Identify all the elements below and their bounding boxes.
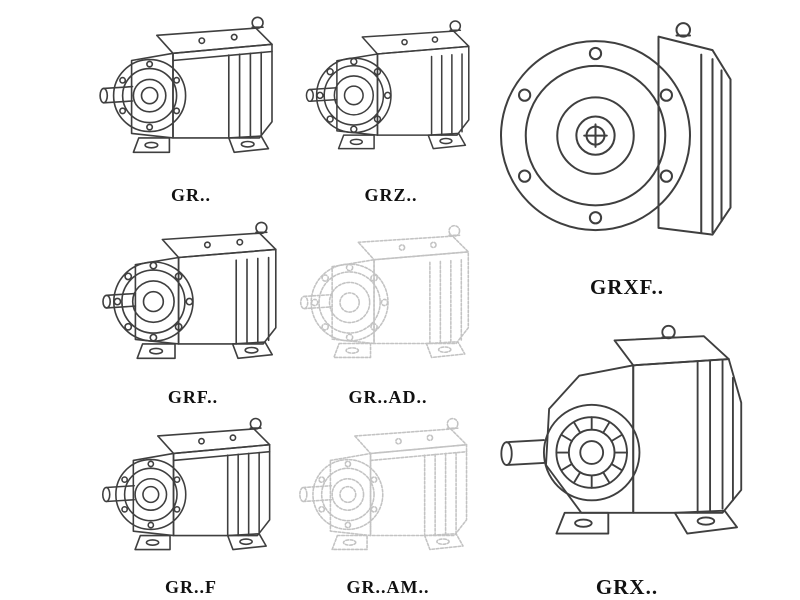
figure-label-gr-f: GR..F xyxy=(165,577,217,597)
gearbox-drawing-grz xyxy=(298,2,484,182)
figure-grf: GRF.. xyxy=(94,212,292,410)
figure-label-grx: GRX.. xyxy=(595,575,659,599)
gearbox-drawing-gr-am xyxy=(292,408,484,574)
figure-gr-f: GR..F xyxy=(92,408,290,600)
figure-label-gr-ad: GR..AD.. xyxy=(348,387,428,407)
figure-label-gr-am: GR..AM.. xyxy=(346,577,430,597)
figure-grx: GRX.. xyxy=(492,302,762,600)
gearbox-drawing-gr xyxy=(92,2,290,182)
gearbox-drawing-grxf xyxy=(492,4,762,274)
figure-gr: GR.. xyxy=(92,2,290,208)
figure-label-grxf: GRXF.. xyxy=(589,275,665,299)
gearbox-drawing-grf xyxy=(94,212,292,384)
figure-gr-ad: GR..AD.. xyxy=(292,214,484,410)
gearbox-drawing-gr-ad xyxy=(292,214,484,384)
gearbox-drawing-gr-f xyxy=(92,408,290,574)
figure-label-grf: GRF.. xyxy=(167,387,219,407)
gearbox-drawing-grx xyxy=(492,302,762,574)
figure-gr-am: GR..AM.. xyxy=(292,408,484,600)
figure-grxf: GRXF.. xyxy=(492,4,762,300)
figure-label-grz: GRZ.. xyxy=(364,185,418,205)
figure-grz: GRZ.. xyxy=(298,2,484,208)
figure-label-gr: GR.. xyxy=(171,185,211,205)
